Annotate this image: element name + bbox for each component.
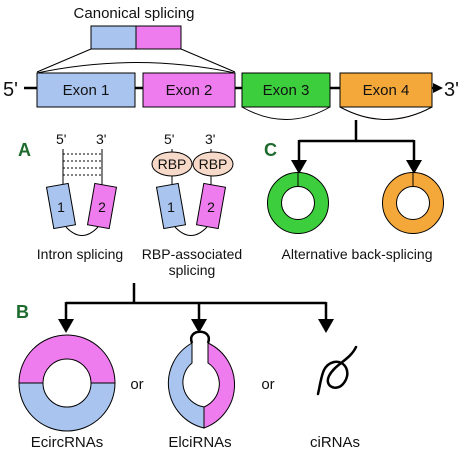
joined-exon2-block (135, 25, 182, 50)
exon-1-label: Exon 1 (63, 82, 110, 99)
exon-4-backsplice-arc (339, 106, 433, 120)
strand-5prime-label: 5' (3, 79, 18, 101)
intron-exon1-block (45, 182, 77, 230)
ecircrna-label: EcircRNAs (31, 434, 104, 451)
section-b-arrowhead-left (58, 319, 74, 333)
rbp-exon1-block (155, 182, 187, 230)
exon-4-label: Exon 4 (363, 82, 410, 99)
rbp-exon2-block (195, 182, 227, 230)
or-separator-1: or (130, 376, 143, 393)
rbp-left-label: RBP (158, 156, 187, 172)
section-c-arrowhead-left (291, 160, 307, 174)
section-b-letter: B (16, 302, 29, 322)
strand-3prime-label: 3' (444, 79, 459, 101)
rbp-loop (174, 226, 208, 236)
intron-5prime-label: 5' (56, 131, 66, 147)
exon-2-label: Exon 2 (166, 82, 213, 99)
rbp-exon2-number: 2 (207, 199, 215, 215)
ecircrna-inner-outline (42, 358, 92, 408)
canonical-splicing-title: Canonical splicing (74, 5, 195, 22)
exon-3-label: Exon 3 (263, 82, 310, 99)
intron-exon2-number: 2 (98, 199, 106, 215)
rbp-caption-line2: splicing (169, 262, 216, 278)
green-ring-inner-outline (281, 186, 315, 220)
elcirna-exon1-segment (167, 342, 205, 429)
section-b-arrowhead-right (318, 319, 334, 333)
rbp-right-label: RBP (199, 156, 228, 172)
rbp-protein-right (192, 151, 234, 177)
exon-4-box (339, 72, 433, 108)
intron-loop (65, 226, 99, 236)
exon-3-backsplice-arc (241, 106, 331, 120)
section-c-letter: C (264, 140, 277, 160)
rbp-exon1-number: 1 (167, 199, 175, 215)
intron-exon1-number: 1 (57, 199, 65, 215)
elcirna-exon2-segment (203, 342, 235, 429)
intron-3prime-label: 3' (96, 131, 106, 147)
orange-ring-inner-outline (396, 186, 430, 220)
exon-1-box (36, 72, 136, 108)
rbp-caption-line1: RBP-associated (142, 246, 242, 262)
rbp-5prime-label: 5' (164, 131, 174, 147)
rbp-3prime-label: 3' (205, 131, 215, 147)
cirna-lariat (316, 345, 358, 396)
exon-3-box (241, 72, 331, 108)
alternative-backsplicing-caption: Alternative back-splicing (282, 246, 433, 262)
intron-splicing-caption: Intron splicing (37, 246, 123, 262)
section-a-letter: A (18, 140, 31, 160)
section-c-arrowhead-right (406, 160, 422, 174)
intron-exon2-block (86, 182, 118, 230)
joined-exon1-block (90, 25, 137, 50)
section-b-arrowhead-middle (191, 319, 207, 333)
or-separator-2: or (261, 376, 274, 393)
intron-basepairing-dots (63, 153, 102, 176)
cirna-label: ciRNAs (310, 434, 360, 451)
exon-2-box (142, 72, 236, 108)
canonical-splice-arc (36, 62, 236, 74)
elcirna-label: ElciRNAs (168, 434, 231, 451)
splice-guide-right (180, 48, 236, 73)
elcirna-retained-intron (189, 330, 211, 344)
splice-guide-left (36, 48, 92, 73)
